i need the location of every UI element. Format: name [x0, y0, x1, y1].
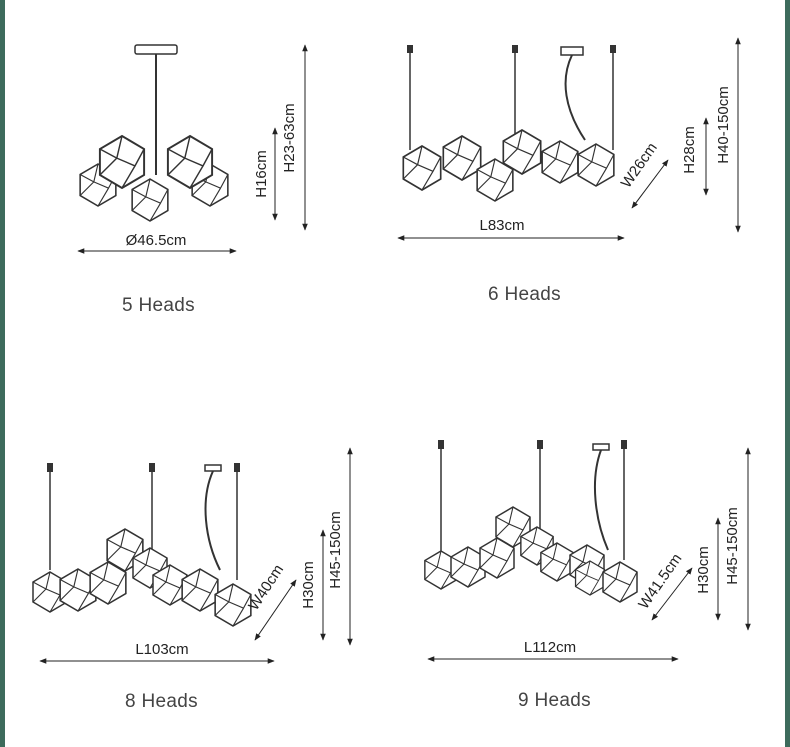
total-height-label: H23-63cm: [281, 103, 298, 172]
total-height-dimension: H23-63cm: [281, 44, 308, 231]
length-dimension: L83cm: [397, 217, 625, 241]
body-height-label: H16cm: [253, 150, 270, 198]
width-label: W40cm: [245, 562, 287, 614]
length-dimension: L103cm: [39, 641, 275, 664]
body-height-dimension: H28cm: [681, 117, 709, 196]
body-height-label: H30cm: [300, 561, 317, 609]
body-height-label: H30cm: [695, 546, 712, 594]
panel-8-heads: L103cm W40cm H30cm H45-150cm: [32, 447, 353, 664]
diameter-dimension: Ø46.5cm: [77, 232, 237, 254]
width-label: W26cm: [618, 140, 661, 191]
body-height-dimension: H30cm: [300, 529, 326, 641]
total-height-label: H45-150cm: [724, 507, 741, 585]
body-height-label: H28cm: [681, 126, 698, 174]
total-height-label: H40-150cm: [715, 86, 732, 164]
width-label: W41.5cm: [635, 551, 685, 613]
caption-6-heads: 6 Heads: [488, 284, 561, 305]
body-height-dimension: H16cm: [253, 127, 278, 221]
length-label: L103cm: [135, 641, 188, 658]
chandelier-5-heads-illustration: [79, 44, 229, 222]
chandelier-6-heads-illustration: [402, 45, 616, 202]
length-dimension: L112cm: [427, 639, 679, 662]
width-dimension: W41.5cm: [635, 551, 693, 621]
caption-9-heads: 9 Heads: [518, 690, 591, 711]
width-dimension: W26cm: [618, 140, 669, 209]
length-label: L83cm: [479, 217, 524, 234]
width-dimension: W40cm: [245, 562, 297, 641]
total-height-dimension: H45-150cm: [724, 447, 751, 631]
panel-5-heads: Ø46.5cm H16cm H23-63cm: [77, 44, 308, 254]
chandelier-9-heads-illustration: [424, 440, 638, 603]
chandelier-8-heads-illustration: [32, 463, 252, 627]
total-height-label: H45-150cm: [327, 511, 344, 589]
body-height-dimension: H30cm: [695, 517, 721, 621]
panel-9-heads: L112cm W41.5cm H30cm H45-150cm: [424, 440, 751, 662]
total-height-dimension: H40-150cm: [715, 37, 741, 233]
length-label: L112cm: [524, 639, 576, 656]
caption-5-heads: 5 Heads: [122, 295, 195, 316]
total-height-dimension: H45-150cm: [327, 447, 353, 646]
panel-6-heads: L83cm W26cm H28cm H40-150cm: [397, 37, 741, 241]
caption-8-heads: 8 Heads: [125, 691, 198, 712]
diameter-label: Ø46.5cm: [126, 232, 187, 249]
